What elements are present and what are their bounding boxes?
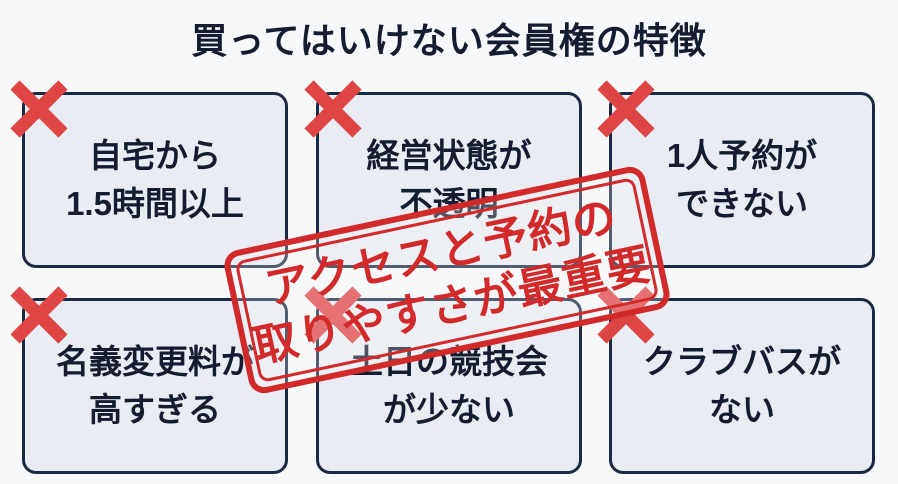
cross-icon (304, 286, 362, 344)
card-text: 1人予約が できない (666, 137, 818, 222)
card-text: 自宅から 1.5時間以上 (66, 137, 244, 222)
cross-icon (10, 80, 68, 138)
card-text: クラブバスが ない (643, 343, 841, 428)
cross-icon (304, 80, 362, 138)
card-text: 土日の競技会 が少ない (350, 343, 548, 428)
cross-icon (597, 80, 655, 138)
cross-icon (597, 286, 655, 344)
card-distance: 自宅から 1.5時間以上 (22, 92, 288, 268)
card-transfer-fee: 名義変更料が 高すぎる (22, 298, 288, 474)
card-club-bus: クラブバスが ない (609, 298, 875, 474)
cross-icon (10, 286, 68, 344)
card-text: 経営状態が 不透明 (366, 137, 532, 222)
card-solo-booking: 1人予約が できない (609, 92, 875, 268)
card-management: 経営状態が 不透明 (316, 92, 582, 268)
card-text: 名義変更料が 高すぎる (56, 343, 254, 428)
page-title: 買ってはいけない会員権の特徴 (191, 20, 707, 61)
card-weekend-competitions: 土日の競技会 が少ない (316, 298, 582, 474)
